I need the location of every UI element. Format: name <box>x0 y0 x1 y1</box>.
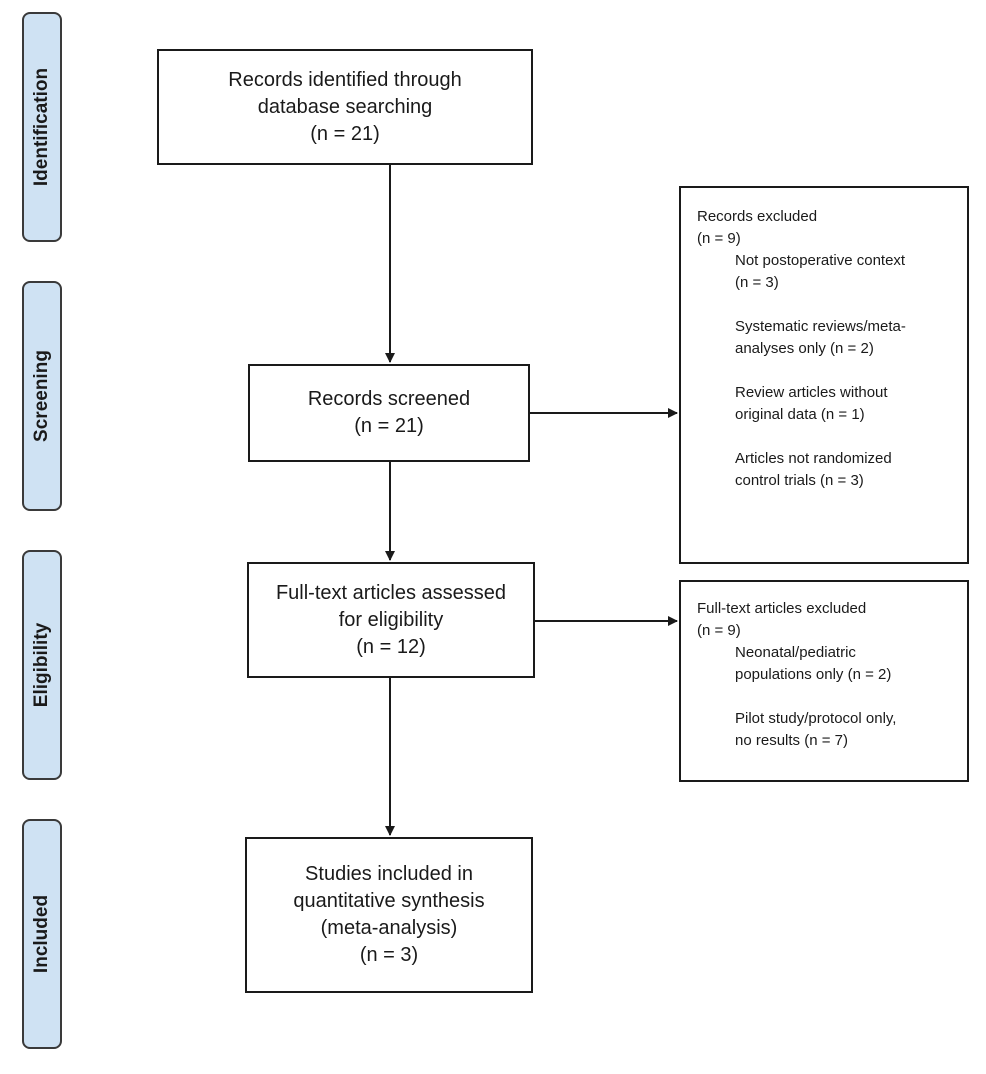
reason-line: Neonatal/pediatric <box>735 644 856 661</box>
studies-included-count: (n = 3) <box>359 944 419 966</box>
stage-screening: Screening <box>22 281 62 511</box>
fulltext-excluded-box: Full-text articles excluded (n = 9) Neon… <box>679 580 969 782</box>
reason-line: Pilot study/protocol only, <box>735 710 897 727</box>
reason-line: populations only (n = 2) <box>735 666 892 683</box>
fulltext-assessed-count: (n = 12) <box>356 635 426 658</box>
studies-included-line2: quantitative synthesis <box>293 890 485 912</box>
reason-line: Articles not randomized <box>735 450 892 467</box>
records-excluded-reason: Articles not randomized control trials (… <box>735 448 957 492</box>
reason-line: analyses only (n = 2) <box>735 340 874 357</box>
records-identified-line2: database searching <box>257 95 433 118</box>
stage-identification: Identification <box>22 12 62 242</box>
records-identified-count: (n = 21) <box>310 122 380 145</box>
records-identified-line1: Records identified through <box>228 68 462 91</box>
studies-included-line1: Studies included in <box>305 863 473 885</box>
reason-line: original data (n = 1) <box>735 406 865 423</box>
records-screened-box: Records screened (n = 21) <box>248 364 530 462</box>
reason-line: Review articles without <box>735 384 888 401</box>
records-screened-count: (n = 21) <box>354 415 424 437</box>
fulltext-excluded-reason: Neonatal/pediatric populations only (n =… <box>735 642 957 686</box>
records-excluded-reason: Systematic reviews/meta- analyses only (… <box>735 316 957 360</box>
fulltext-excluded-reason: Pilot study/protocol only, no results (n… <box>735 708 957 752</box>
reason-line: Not postoperative context <box>735 252 906 269</box>
fulltext-assessed-line1: Full-text articles assessed <box>275 581 507 604</box>
reason-line: control trials (n = 3) <box>735 472 864 489</box>
records-excluded-reason: Not postoperative context (n = 3) <box>735 250 957 294</box>
records-excluded-title: Records excluded <box>697 208 818 225</box>
studies-included-box: Studies included in quantitative synthes… <box>245 837 533 993</box>
fulltext-excluded-count: (n = 9) <box>697 622 741 639</box>
records-excluded-reason: Review articles without original data (n… <box>735 382 957 426</box>
reason-line: (n = 3) <box>735 274 779 291</box>
fulltext-excluded-title: Full-text articles excluded <box>697 600 867 617</box>
stage-included: Included <box>22 819 62 1049</box>
records-excluded-box: Records excluded (n = 9) Not postoperati… <box>679 186 969 564</box>
fulltext-assessed-line2: for eligibility <box>338 608 444 631</box>
reason-line: Systematic reviews/meta- <box>735 318 906 335</box>
records-screened-line1: Records screened <box>307 388 471 410</box>
records-excluded-count: (n = 9) <box>697 230 741 247</box>
stage-eligibility: Eligibility <box>22 550 62 780</box>
records-identified-box: Records identified through database sear… <box>157 49 533 165</box>
fulltext-assessed-box: Full-text articles assessed for eligibil… <box>247 562 535 678</box>
reason-line: no results (n = 7) <box>735 732 848 749</box>
studies-included-line3: (meta-analysis) <box>320 917 458 939</box>
